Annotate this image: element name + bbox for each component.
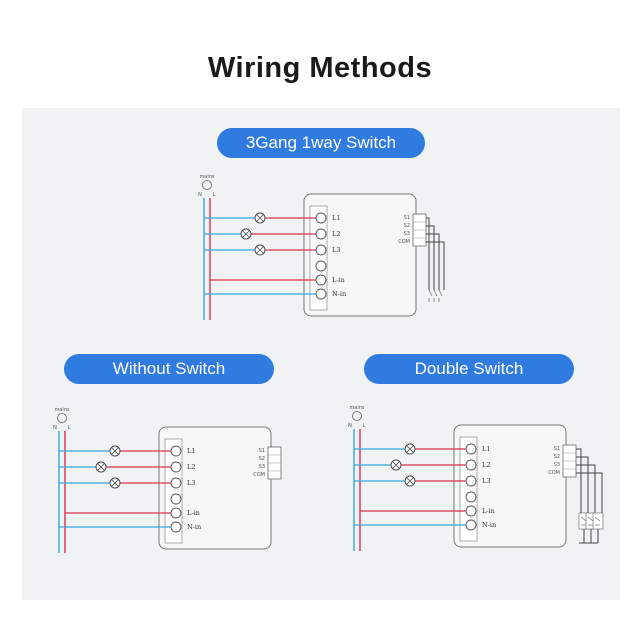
terminal-screw (170, 493, 182, 505)
terminal-screw (465, 475, 477, 487)
neutral-label: N (53, 425, 57, 431)
switch-contact (594, 516, 601, 526)
terminal-screw (170, 507, 182, 519)
relay-module (453, 424, 567, 548)
terminal-screw (465, 459, 477, 471)
terminal-label: N-in (187, 523, 201, 531)
page-title: Wiring Methods (207, 52, 433, 84)
mains-label: mains (199, 174, 214, 180)
terminal-label: L2 (482, 461, 490, 469)
terminal-screw (170, 477, 182, 489)
terminal-screw (170, 461, 182, 473)
switch-wire (576, 472, 603, 513)
toggle-switch-icon (438, 289, 443, 302)
section-label-without-switch: Without Switch (64, 354, 274, 384)
switch-terminal-label: S1 (554, 446, 560, 452)
lamp-cross (256, 214, 264, 222)
lamp-cross (111, 447, 119, 455)
lamp-cross (97, 463, 105, 471)
terminal-label: L1 (187, 447, 195, 455)
switch-wire (426, 233, 440, 290)
switch-terminal-label: COM (548, 470, 560, 476)
switch-wire (576, 448, 582, 513)
terminal-label: L-in (482, 507, 495, 515)
switch-wire (576, 464, 596, 513)
double-switch-icon (592, 512, 604, 530)
terminal-screw (315, 288, 327, 300)
switch-wire (576, 456, 589, 513)
terminal-screw (465, 491, 477, 503)
terminal-label: L1 (482, 445, 490, 453)
switch-terminal-label: S1 (259, 448, 265, 454)
switch-contact (580, 516, 587, 526)
switch-wire (426, 217, 430, 290)
switch-terminal-label: S3 (554, 462, 560, 468)
switch-terminal-label: COM (398, 239, 410, 245)
terminal-label: L-in (332, 276, 345, 284)
lamp-cross (406, 477, 414, 485)
mains-icon (352, 411, 362, 421)
terminal-label: N-in (482, 521, 496, 529)
live-label: L (68, 425, 71, 431)
switch-terminal-label: S2 (259, 456, 265, 462)
terminal-screw (465, 443, 477, 455)
switch-terminal-label: S2 (404, 223, 410, 229)
terminal-label: L3 (482, 477, 490, 485)
terminal-label: L3 (332, 246, 340, 254)
switch-terminal-label: COM (253, 472, 265, 478)
switch-terminal-label: S1 (404, 215, 410, 221)
terminal-label: L-in (187, 509, 200, 517)
relay-module (303, 193, 417, 317)
lamp-cross (256, 246, 264, 254)
terminal-screw (315, 228, 327, 240)
switch-wire (426, 241, 445, 290)
relay-module (158, 426, 272, 550)
terminal-label: L2 (332, 230, 340, 238)
switch-wire (426, 225, 435, 290)
terminal-label: L1 (332, 214, 340, 222)
section-label-double-switch: Double Switch (364, 354, 574, 384)
mains-label: mains (349, 405, 364, 411)
live-label: L (363, 423, 366, 429)
switch-terminal-label: S2 (554, 454, 560, 460)
mains-label: mains (54, 407, 69, 413)
toggle-switch-icon (433, 289, 438, 302)
terminal-label: L3 (187, 479, 195, 487)
switch-contact (587, 516, 594, 526)
lamp-cross (406, 445, 414, 453)
switch-terminal-label: S3 (259, 464, 265, 470)
terminal-screw (315, 244, 327, 256)
mains-icon (202, 180, 212, 190)
neutral-label: N (198, 192, 202, 198)
neutral-label: N (348, 423, 352, 429)
terminal-screw (170, 521, 182, 533)
lamp-cross (111, 479, 119, 487)
terminal-screw (315, 260, 327, 272)
terminal-screw (315, 212, 327, 224)
terminal-label: L2 (187, 463, 195, 471)
live-label: L (213, 192, 216, 198)
terminal-screw (315, 274, 327, 286)
terminal-label: N-in (332, 290, 346, 298)
terminal-screw (465, 505, 477, 517)
lamp-cross (242, 230, 250, 238)
terminal-screw (170, 445, 182, 457)
terminal-screw (465, 519, 477, 531)
section-label-3gang-1way: 3Gang 1way Switch (217, 128, 425, 158)
mains-icon (57, 413, 67, 423)
toggle-switch-icon (428, 289, 433, 302)
switch-terminal-label: S3 (404, 231, 410, 237)
lamp-cross (392, 461, 400, 469)
